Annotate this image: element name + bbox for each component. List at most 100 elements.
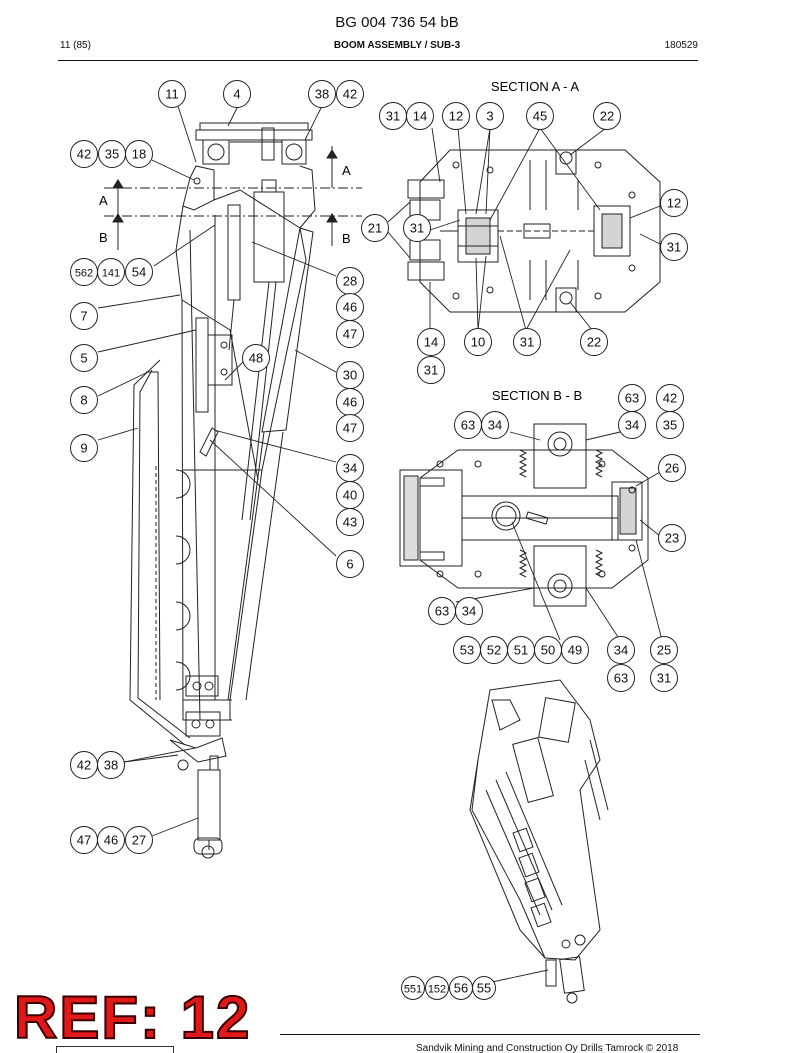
callout-circle — [580, 328, 608, 356]
callout-circle — [336, 80, 364, 108]
callout-balloon: 42 — [656, 384, 684, 412]
callout-balloon: 42 — [70, 140, 98, 168]
callout-label: 42 — [663, 391, 677, 406]
callout-label: 34 — [343, 461, 357, 476]
callout-circle — [403, 214, 431, 242]
ref-stamp: REF: 12 — [13, 984, 252, 1051]
callout-label: 28 — [343, 274, 357, 289]
callout-label: 21 — [368, 221, 382, 236]
callout-label: 43 — [343, 515, 357, 530]
callout-circle — [656, 411, 684, 439]
callout-label: 8 — [80, 393, 87, 408]
callout-circle — [417, 356, 445, 384]
callout-balloon: 56 — [449, 976, 473, 1000]
callout-balloon: 25 — [650, 636, 678, 664]
document-number: BG 004 736 54 bB — [335, 14, 459, 31]
callout-label: 63 — [435, 604, 449, 619]
callout-circle — [618, 411, 646, 439]
callout-label: 63 — [625, 391, 639, 406]
callout-balloon: 35 — [98, 140, 126, 168]
callout-balloon: 46 — [336, 388, 364, 416]
callout-circle — [97, 826, 125, 854]
callout-circle — [125, 140, 153, 168]
callout-balloon: 48 — [242, 344, 270, 372]
callout-label: 26 — [665, 461, 679, 476]
callout-circle — [97, 751, 125, 779]
callout-balloon: 12 — [442, 102, 470, 130]
callout-circle — [336, 550, 364, 578]
callout-label: 9 — [80, 441, 87, 456]
callout-balloon: 27 — [125, 826, 153, 854]
callout-label: 10 — [471, 335, 485, 350]
callout-balloon: 28 — [336, 267, 364, 295]
callout-label: 34 — [488, 418, 502, 433]
callout-label: 12 — [667, 196, 681, 211]
callout-label: 11 — [165, 87, 179, 102]
callout-balloon: 14 — [406, 102, 434, 130]
callout-label: 40 — [343, 488, 357, 503]
callout-balloon: 34 — [455, 597, 483, 625]
callout-balloon: 35 — [656, 411, 684, 439]
callout-label: 12 — [449, 109, 463, 124]
callout-circle — [658, 524, 686, 552]
callout-balloon: 31 — [379, 102, 407, 130]
callout-label: 54 — [132, 265, 146, 280]
callout-circle — [442, 102, 470, 130]
callout-balloon: 152 — [425, 976, 449, 1000]
callout-label: 34 — [625, 418, 639, 433]
section-b-view — [399, 423, 649, 607]
callout-balloon: 3 — [476, 102, 504, 130]
callout-balloon: 31 — [513, 328, 541, 356]
callout-balloon: 63 — [454, 411, 482, 439]
callout-balloon: 26 — [658, 454, 686, 482]
callout-label: 51 — [514, 643, 528, 658]
callout-circle — [513, 328, 541, 356]
callout-balloon: 22 — [593, 102, 621, 130]
callout-balloon: 50 — [534, 636, 562, 664]
callout-circle — [70, 344, 98, 372]
callout-balloon: 43 — [336, 508, 364, 536]
callout-label: 31 — [386, 109, 400, 124]
callout-circle — [660, 233, 688, 261]
callout-circle — [70, 302, 98, 330]
callout-balloon: 47 — [336, 320, 364, 348]
callout-circle — [401, 976, 425, 1000]
callout-label: 4 — [233, 87, 240, 102]
isometric-view — [469, 679, 609, 1004]
callout-label: 31 — [667, 240, 681, 255]
callout-balloon: 34 — [481, 411, 509, 439]
callout-label: 31 — [410, 221, 424, 236]
callout-balloon: 34 — [336, 454, 364, 482]
callout-balloon: 18 — [125, 140, 153, 168]
callout-circle — [526, 102, 554, 130]
section-marker-b-left: B — [99, 230, 108, 245]
callout-balloon: 34 — [618, 411, 646, 439]
callout-label: 34 — [614, 643, 628, 658]
callout-label: 49 — [568, 643, 582, 658]
callout-balloon: 51 — [507, 636, 535, 664]
callout-label: 30 — [343, 368, 357, 383]
callout-circle — [125, 826, 153, 854]
callout-label: 56 — [454, 981, 468, 996]
footer-divider — [280, 1034, 700, 1035]
callout-balloon: 49 — [561, 636, 589, 664]
callout-label: 14 — [413, 109, 427, 124]
callout-balloon: 14 — [417, 328, 445, 356]
callout-circle — [658, 454, 686, 482]
callout-circle — [308, 80, 336, 108]
callout-label: 22 — [600, 109, 614, 124]
callout-label: 63 — [461, 418, 475, 433]
callout-balloon: 46 — [336, 293, 364, 321]
callout-circle — [406, 102, 434, 130]
callout-label: 38 — [315, 87, 329, 102]
callout-circle — [561, 636, 589, 664]
callout-balloon: 10 — [464, 328, 492, 356]
callout-balloon: 8 — [70, 386, 98, 414]
callout-label: 46 — [343, 395, 357, 410]
callout-label: 35 — [105, 147, 119, 162]
footer-copyright: Sandvik Mining and Construction Oy Drill… — [416, 1043, 679, 1053]
callout-label: 35 — [663, 418, 677, 433]
callout-label: 47 — [77, 833, 91, 848]
callout-balloon: 55 — [472, 976, 496, 1000]
